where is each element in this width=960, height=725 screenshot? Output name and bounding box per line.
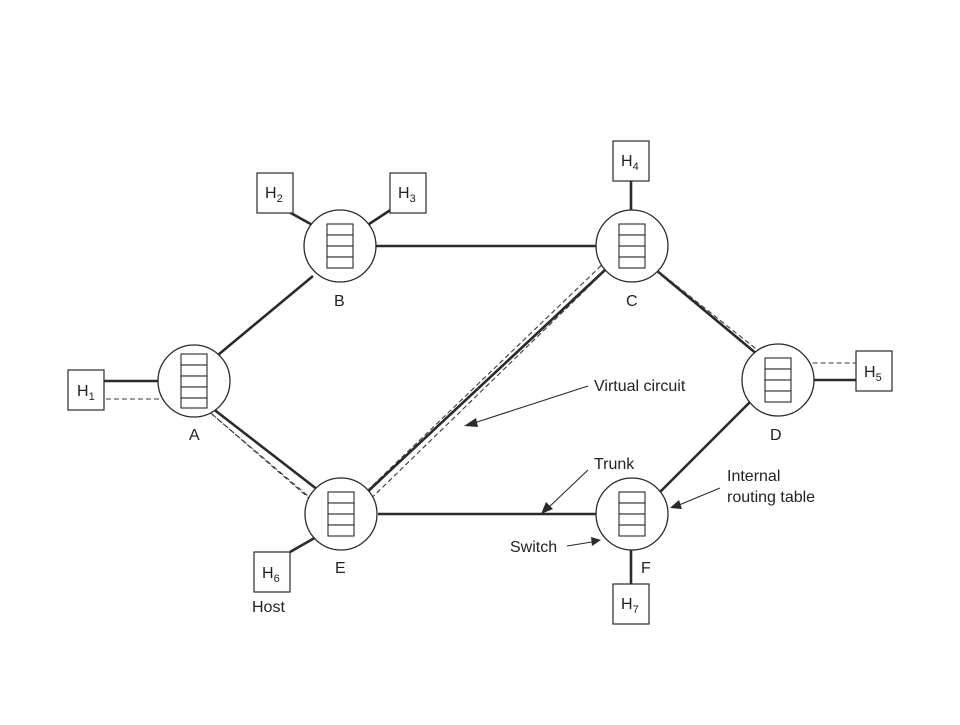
- host-h7: H7: [612, 583, 650, 625]
- switch-arrow: [566, 541, 593, 547]
- trunks: [211, 244, 759, 516]
- switch-c: [595, 209, 669, 283]
- host-box: [855, 350, 893, 392]
- internal-routing-table-label-line1: Internal: [727, 468, 780, 485]
- host-h3: H3: [389, 172, 427, 214]
- arrow-head-icon: [541, 502, 553, 514]
- trunk-arrow: [547, 469, 589, 509]
- host-box: [253, 551, 291, 593]
- arrow-head-icon: [464, 418, 478, 427]
- annotation-arrows: [464, 385, 721, 547]
- host-h1: H1: [67, 369, 105, 411]
- host-h5: H5: [855, 350, 893, 392]
- switch-label-d: D: [770, 427, 782, 444]
- routing-table-icon: [764, 357, 792, 403]
- switch-e: [304, 477, 378, 551]
- host-label: H6: [262, 565, 280, 585]
- host-box: [612, 140, 650, 182]
- switch-f: [595, 477, 669, 551]
- trunk-c-d: [655, 269, 759, 356]
- trunk-label: Trunk: [594, 456, 635, 473]
- host-links: [104, 181, 856, 584]
- switch-annotation-label: Switch: [510, 539, 557, 556]
- switch-label-f: F: [641, 560, 651, 577]
- virtual-circuit-label: Virtual circuit: [594, 378, 686, 395]
- arrow-head-icon: [591, 537, 601, 546]
- host-label: H4: [621, 153, 639, 173]
- host-label: H1: [77, 383, 95, 403]
- routing-table-icon: [180, 353, 208, 409]
- host-label: H2: [265, 185, 283, 205]
- routing-table-icon: [618, 491, 646, 537]
- switch-label-a: A: [189, 427, 200, 444]
- host-annotation-label: Host: [252, 599, 285, 616]
- switch-label-b: B: [334, 293, 345, 310]
- arrow-head-icon: [670, 500, 682, 509]
- host-box: [256, 172, 294, 214]
- routing-table-arrow: [678, 487, 721, 506]
- routing-table-icon: [618, 223, 646, 269]
- switch-label-c: C: [626, 293, 638, 310]
- internal-routing-table-label-line2: routing table: [727, 489, 815, 506]
- switch-b: [303, 209, 377, 283]
- host-h6: H6: [253, 551, 291, 593]
- routing-table-icon: [326, 223, 354, 269]
- host-box: [67, 369, 105, 411]
- trunk-a-e: [211, 406, 319, 492]
- host-h4: H4: [612, 140, 650, 182]
- host-label: H5: [864, 364, 882, 384]
- switch-a: [157, 344, 231, 418]
- virtual-circuit-arrow: [473, 385, 589, 424]
- switch-label-e: E: [335, 560, 346, 577]
- trunk-d-f: [659, 401, 751, 493]
- trunk-c-e: [363, 269, 606, 496]
- virtual-circuit-dashed-line-inner: [199, 257, 610, 514]
- host-box: [612, 583, 650, 625]
- host-h2: H2: [256, 172, 294, 214]
- host-label: H7: [621, 596, 639, 616]
- routing-table-icon: [327, 491, 355, 537]
- switch-labels: A B C D E F: [189, 293, 782, 577]
- link-h3-b: [365, 207, 393, 228]
- trunk-a-b: [217, 275, 314, 356]
- host-label: H3: [398, 185, 416, 205]
- annotations: Virtual circuit Trunk Internal routing t…: [252, 378, 815, 616]
- switch-d: [741, 343, 815, 417]
- link-h6-e: [289, 534, 319, 554]
- host-box: [389, 172, 427, 214]
